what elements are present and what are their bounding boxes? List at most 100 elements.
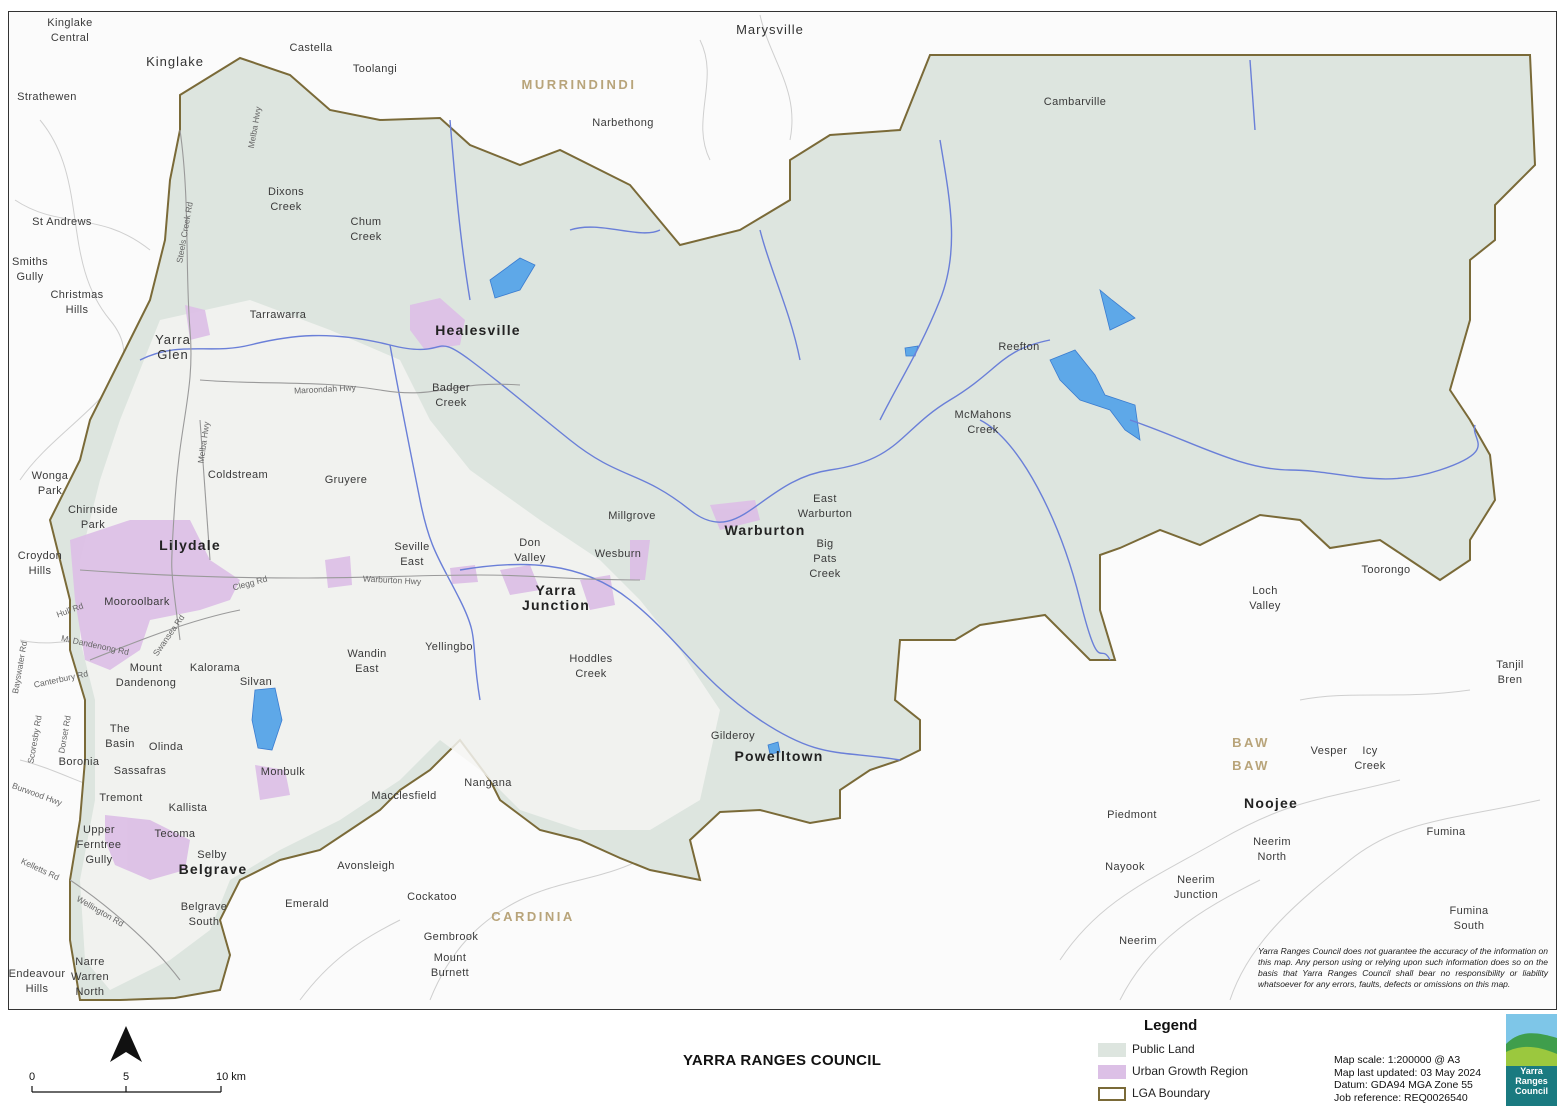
locality-millgrove[interactable]: Millgrove	[608, 510, 656, 522]
locality-neerim[interactable]: Neerim	[1119, 935, 1157, 947]
locality-chum-creek[interactable]: Chum Creek	[350, 216, 382, 243]
locality-neerim-junction[interactable]: Neerim Junction	[1173, 874, 1219, 901]
locality-olinda[interactable]: Olinda	[148, 741, 184, 753]
locality-don-valley[interactable]: Don Valley	[514, 537, 546, 564]
locality-wonga-park[interactable]: Wonga Park	[31, 470, 69, 497]
locality-mcmahons-creek[interactable]: McMahons Creek	[954, 409, 1012, 436]
locality-seville-east[interactable]: Seville East	[394, 541, 430, 568]
town-label-marysville[interactable]: Marysville	[736, 22, 804, 37]
legend-label: Public Land	[1132, 1042, 1195, 1056]
locality-castella[interactable]: Castella	[289, 42, 333, 54]
locality-coldstream[interactable]: Coldstream	[207, 469, 269, 481]
silvan-reservoir	[251, 687, 283, 751]
town-label-lilydale[interactable]: Lilydale	[159, 537, 221, 553]
north-arrow-icon	[110, 1026, 142, 1062]
locality-sassafras[interactable]: Sassafras	[113, 765, 167, 777]
town-label-healesville[interactable]: Healesville	[435, 322, 521, 338]
region-label-murrindindi: MURRINDINDI	[521, 77, 637, 92]
locality-chirnside-park[interactable]: Chirnside Park	[67, 504, 119, 531]
locality-mount-burnett[interactable]: Mount Burnett	[430, 952, 470, 979]
locality-nangana[interactable]: Nangana	[464, 777, 512, 789]
job-reference-text: Job reference: REQ0026540	[1334, 1091, 1468, 1104]
locality-piedmont[interactable]: Piedmont	[1107, 809, 1157, 821]
locality-wandin-east[interactable]: Wandin East	[347, 648, 387, 675]
locality-toorongo[interactable]: Toorongo	[1361, 564, 1411, 576]
locality-yarra-glen[interactable]: Yarra Glen	[155, 332, 191, 362]
locality-upper-ferntree-gully[interactable]: Upper Ferntree Gully	[76, 824, 122, 866]
town-label-yarra-junction[interactable]: Yarra Junction	[522, 582, 590, 613]
locality-badger-creek[interactable]: Badger Creek	[432, 382, 470, 409]
locality-icy-creek[interactable]: Icy Creek	[1354, 745, 1386, 772]
locality-toolangi[interactable]: Toolangi	[352, 63, 398, 75]
locality-emerald[interactable]: Emerald	[285, 898, 329, 910]
locality-christmas-hills[interactable]: Christmas Hills	[50, 289, 104, 316]
scale-label-10: 10 km	[216, 1071, 246, 1083]
locality-nayook[interactable]: Nayook	[1105, 861, 1145, 873]
locality-east-warburton[interactable]: East Warburton	[797, 493, 853, 520]
logo-text-line: Ranges	[1515, 1076, 1548, 1086]
locality-big-pats-creek[interactable]: Big Pats Creek	[809, 538, 841, 580]
map-scale-text: Map scale: 1:200000 @ A3	[1334, 1054, 1461, 1066]
town-label-kinglake[interactable]: Kinglake	[146, 54, 204, 69]
locality-fumina-south[interactable]: Fumina South	[1449, 905, 1489, 932]
map-datum-text: Datum: GDA94 MGA Zone 55	[1334, 1079, 1473, 1091]
locality-fumina[interactable]: Fumina	[1426, 826, 1466, 838]
locality-narre-warren-north[interactable]: Narre Warren North	[70, 956, 110, 998]
locality-kallista[interactable]: Kallista	[168, 802, 208, 814]
logo-hills-icon	[1506, 1014, 1557, 1066]
locality-tanjil-bren[interactable]: Tanjil Bren	[1496, 659, 1524, 686]
locality-loch-valley[interactable]: Loch Valley	[1249, 585, 1281, 612]
lga-boundary	[48, 54, 1537, 1001]
urban-growth-regions	[70, 298, 760, 880]
locality-tremont[interactable]: Tremont	[99, 792, 143, 804]
locality-hoddles-creek[interactable]: Hoddles Creek	[569, 653, 613, 680]
locality-wesburn[interactable]: Wesburn	[594, 548, 642, 560]
town-label-warburton[interactable]: Warburton	[724, 522, 806, 538]
locality-tarrawarra[interactable]: Tarrawarra	[249, 309, 307, 321]
locality-belgrave-south[interactable]: Belgrave South	[180, 901, 228, 928]
locality-the-basin[interactable]: The Basin	[105, 723, 135, 750]
region-label-cardinia: CARDINIA	[491, 909, 575, 924]
locality-croydon-hills[interactable]: Croydon Hills	[17, 550, 63, 577]
locality-gruyere[interactable]: Gruyere	[324, 474, 368, 486]
locality-neerim-north[interactable]: Neerim North	[1253, 836, 1291, 863]
locality-kalorama[interactable]: Kalorama	[189, 662, 241, 674]
town-label-belgrave[interactable]: Belgrave	[178, 861, 248, 877]
locality-narbethong[interactable]: Narbethong	[592, 117, 654, 129]
locality-selby[interactable]: Selby	[197, 849, 227, 861]
locality-kinglake-central[interactable]: Kinglake Central	[47, 17, 93, 44]
locality-avonsleigh[interactable]: Avonsleigh	[337, 860, 395, 872]
locality-gilderoy[interactable]: Gilderoy	[710, 730, 756, 742]
locality-smiths-gully[interactable]: Smiths Gully	[11, 256, 49, 283]
locality-macclesfield[interactable]: Macclesfield	[371, 790, 437, 802]
scale-label-0: 0	[29, 1071, 35, 1083]
locality-strathewen[interactable]: Strathewen	[17, 91, 77, 103]
public-land-swatch	[1098, 1043, 1126, 1057]
town-label-noojee[interactable]: Noojee	[1244, 795, 1298, 811]
locality-endeavour-hills[interactable]: Endeavour Hills	[8, 968, 66, 995]
upper-yarra-reservoir	[1049, 349, 1141, 441]
map-updated-text: Map last updated: 03 May 2024	[1334, 1066, 1482, 1079]
locality-vesper[interactable]: Vesper	[1310, 745, 1348, 757]
maroondah-reservoir	[489, 257, 536, 299]
locality-monbulk[interactable]: Monbulk	[260, 766, 306, 778]
road-label-warburton-hwy: Warburton Hwy	[362, 573, 422, 587]
lga-boundary-swatch	[1098, 1087, 1126, 1101]
locality-cambarville[interactable]: Cambarville	[1043, 96, 1107, 108]
locality-dixons-creek[interactable]: Dixons Creek	[267, 186, 305, 213]
locality-silvan[interactable]: Silvan	[239, 676, 273, 688]
locality-cockatoo[interactable]: Cockatoo	[407, 891, 457, 903]
town-label-powelltown[interactable]: Powelltown	[734, 748, 824, 764]
locality-yellingbo[interactable]: Yellingbo	[425, 641, 473, 653]
locality-mount-dandenong[interactable]: Mount Dandenong	[115, 662, 177, 689]
disclaimer-text: Yarra Ranges Council does not guarantee …	[1258, 946, 1548, 989]
locality-boronia[interactable]: Boronia	[58, 756, 100, 768]
locality-reefton[interactable]: Reefton	[998, 341, 1040, 353]
locality-tecoma[interactable]: Tecoma	[154, 828, 196, 840]
scale-bar: 0 5 10 km	[29, 1071, 246, 1093]
locality-gembrook[interactable]: Gembrook	[423, 931, 479, 943]
locality-st-andrews[interactable]: St Andrews	[32, 216, 92, 228]
region-label-baw-2: BAW	[1232, 758, 1270, 773]
map-canvas[interactable]	[8, 11, 1557, 1009]
locality-mooroolbark[interactable]: Mooroolbark	[104, 596, 170, 608]
